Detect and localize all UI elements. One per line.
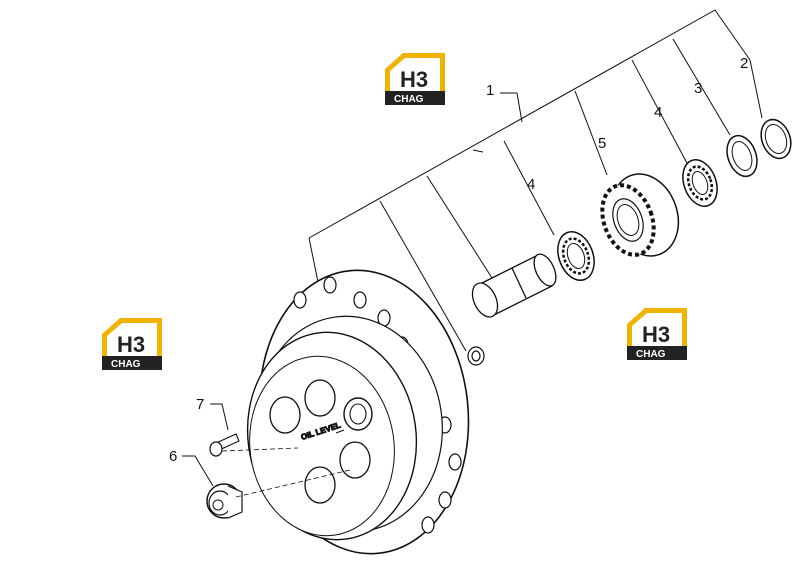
leader-lines xyxy=(308,9,763,352)
brand-logo-left: H3 CHAG xyxy=(102,318,162,370)
callout-5: 5 xyxy=(598,135,606,152)
roller-bearing-lower xyxy=(557,231,595,281)
logo-caption: CHAG xyxy=(636,349,666,360)
callout-2: 2 xyxy=(740,55,748,72)
drain-plug xyxy=(206,483,243,519)
assembly-lines xyxy=(221,447,351,498)
planet-gear xyxy=(600,173,680,257)
logo-letters: H3 xyxy=(642,322,670,347)
planet-pin xyxy=(471,253,557,318)
logo-caption: CHAG xyxy=(111,359,141,370)
roller-bearing-upper xyxy=(682,159,718,207)
callout-4-upper: 4 xyxy=(654,104,662,121)
hub-housing: OIL LEVEL xyxy=(246,269,470,555)
callout-7: 7 xyxy=(196,396,204,413)
callout-6: 6 xyxy=(169,448,177,465)
snap-ring xyxy=(760,118,792,160)
brand-logo-right: H3 CHAG xyxy=(627,308,687,360)
callout-4-lower: 4 xyxy=(527,176,535,193)
logo-letters: H3 xyxy=(117,332,145,357)
callout-3: 3 xyxy=(694,80,702,97)
small-leaders xyxy=(182,403,229,487)
logo-letters: H3 xyxy=(400,67,428,92)
callout-1: 1 xyxy=(486,82,494,99)
thrust-washer xyxy=(726,134,758,178)
cap-screw xyxy=(209,433,240,457)
small-plug xyxy=(467,346,485,366)
logo-caption: CHAG xyxy=(394,94,424,105)
brand-logo-top: H3 CHAG xyxy=(385,53,445,105)
